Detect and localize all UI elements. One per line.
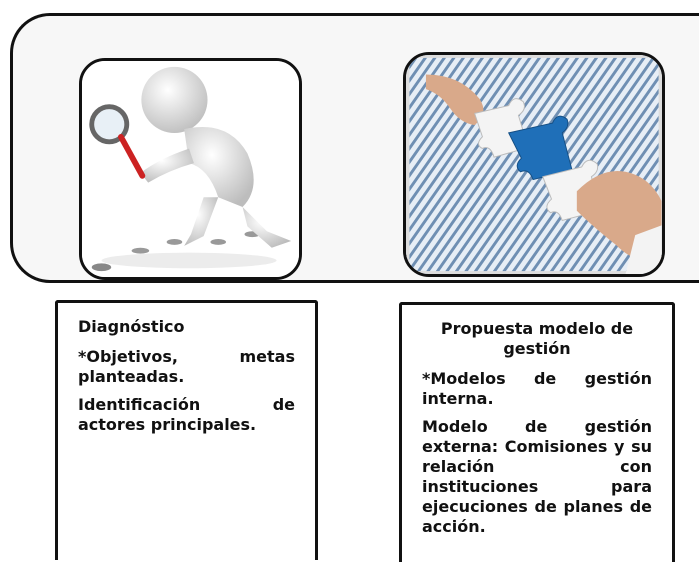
puzzle-hands-icon [406,55,662,274]
proposal-item: Modelo de gestión externa: Comisiones y … [422,417,652,536]
proposal-item: *Modelos de gestión interna. [422,369,652,408]
diagnostic-item: *Objetivos, metas planteadas. [78,347,295,386]
diagnostic-item: Identificación de actores principales. [78,395,295,434]
diagnostic-title: Diagnóstico [78,317,185,336]
proposal-textbox: Propuesta modelo de gestión *Modelos de … [399,302,675,562]
proposal-title: Propuesta modelo de gestión [440,319,634,358]
diagnostic-image [79,58,302,280]
diagnostic-textbox: Diagnóstico *Objetivos, metas planteadas… [55,300,318,560]
magnifier-figure-icon [82,61,299,277]
proposal-image [403,52,665,277]
